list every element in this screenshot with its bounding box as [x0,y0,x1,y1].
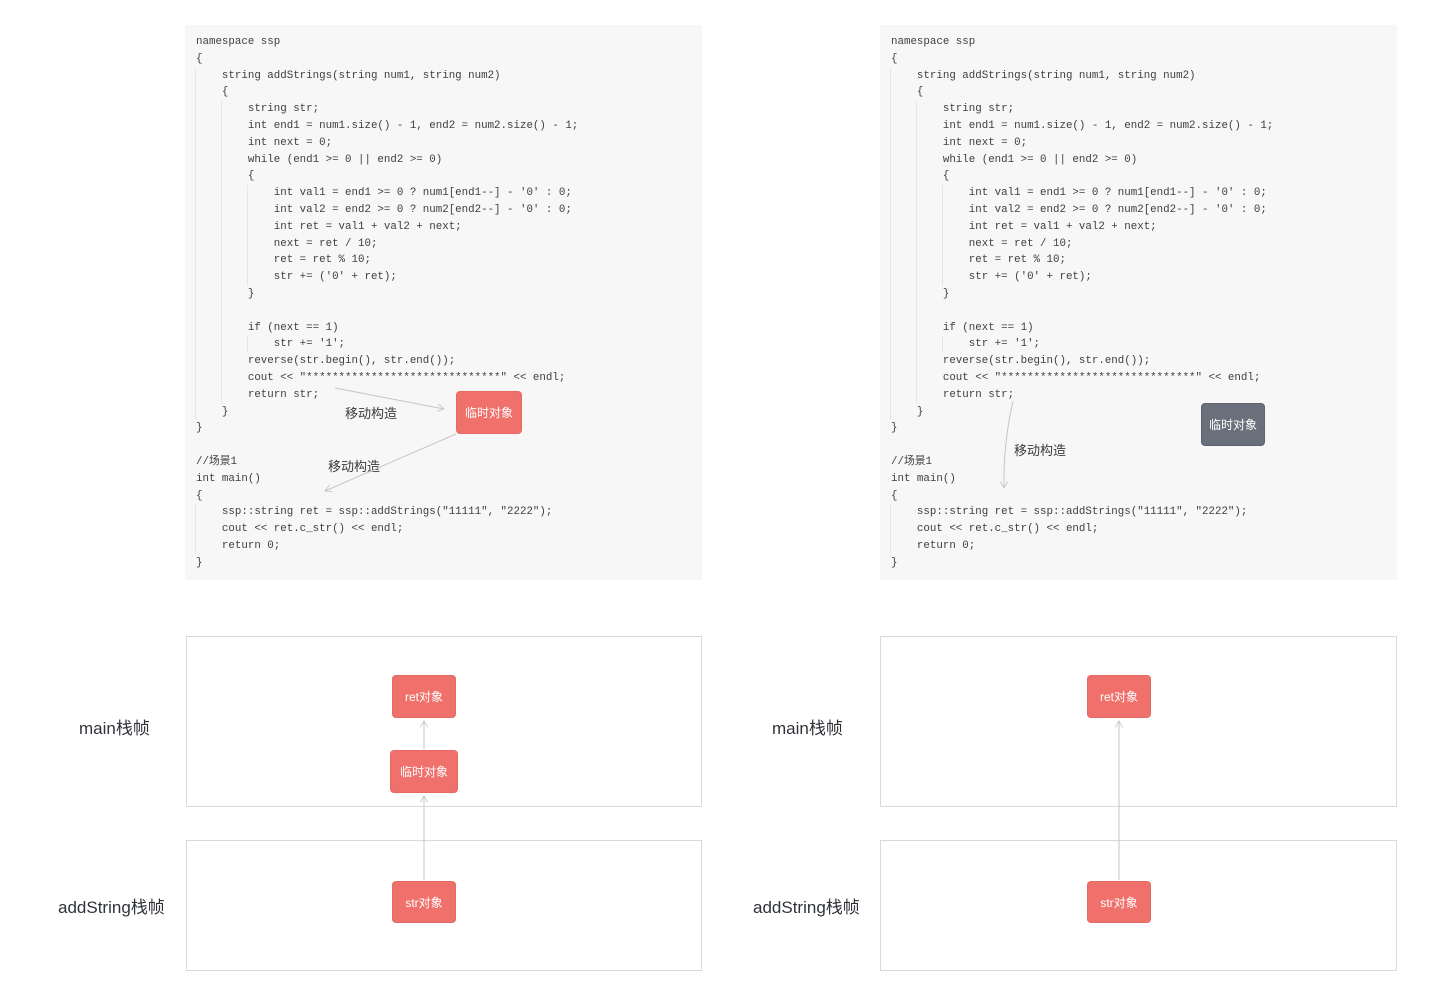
code-panel-left: namespace ssp { string addStrings(string… [185,25,702,580]
ret-object-box-left: ret对象 [392,675,456,718]
indent-guide [916,101,917,404]
indent-guide [247,336,248,354]
ret-object-box-right: ret对象 [1087,675,1151,718]
move-construct-label-left-bottom: 移动构造 [328,459,381,474]
temp-object-label: 临时对象 [1208,418,1257,432]
indent-guide [890,67,891,421]
temp-object-box-left: 临时对象 [456,391,522,434]
indent-guide [195,504,196,555]
indent-guide [890,504,891,555]
cpp-code-block-right: namespace ssp { string addStrings(string… [891,36,1274,569]
indent-guide [221,101,222,404]
indent-guide [942,336,943,354]
main-stack-frame-label-left: main栈帧 [79,719,150,738]
addstring-stack-frame-label-right: addString栈帧 [753,898,860,917]
indent-guide [195,67,196,421]
temp-object-box-right: 临时对象 [1201,403,1265,446]
cpp-code-block-left: namespace ssp { string addStrings(string… [196,36,579,569]
ret-object-label: ret对象 [404,690,443,704]
code-panel-right: namespace ssp { string addStrings(string… [880,25,1397,580]
ret-object-label: ret对象 [1099,690,1138,704]
move-construct-label-left-top: 移动构造 [345,406,398,421]
temp-object-label: 临时对象 [464,406,513,420]
str-object-box-left: str对象 [392,881,456,923]
addstring-stack-frame-label-left: addString栈帧 [58,898,165,917]
move-construct-label-right: 移动构造 [1014,443,1067,458]
temp-object-box-stack-left: 临时对象 [390,750,458,793]
temp-object-label: 临时对象 [399,765,448,779]
str-object-label: str对象 [1100,895,1138,910]
indent-guide [942,185,943,286]
main-stack-frame-box-right [880,636,1397,807]
indent-guide [247,185,248,286]
str-object-box-right: str对象 [1087,881,1151,923]
str-object-label: str对象 [405,895,443,910]
main-stack-frame-label-right: main栈帧 [772,719,843,738]
